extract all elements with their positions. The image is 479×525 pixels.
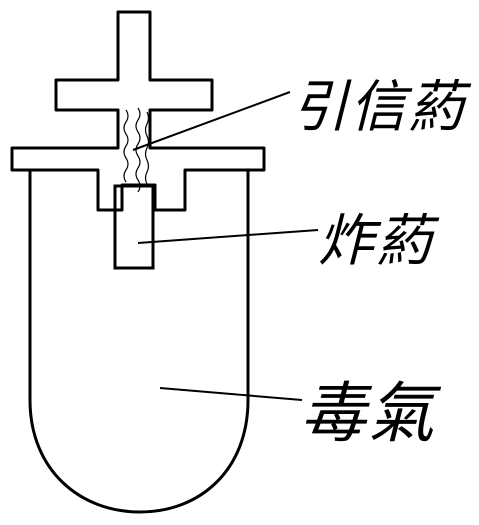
primer-wire-2 <box>135 107 141 193</box>
primer-wire-1 <box>123 109 129 183</box>
explosive-label: 炸葯 <box>318 209 434 274</box>
fuse-cap-outline <box>10 10 266 212</box>
explosive-charge <box>113 184 155 270</box>
gas-leader-line <box>159 387 303 401</box>
primer-wire-3 <box>144 111 150 185</box>
poison-gas-label: 毒氣 <box>300 375 436 452</box>
explosive-leader-line <box>137 229 319 244</box>
canister-body <box>28 170 250 514</box>
primer-label: 引信葯 <box>292 75 466 140</box>
primer-leader-line <box>132 91 291 151</box>
